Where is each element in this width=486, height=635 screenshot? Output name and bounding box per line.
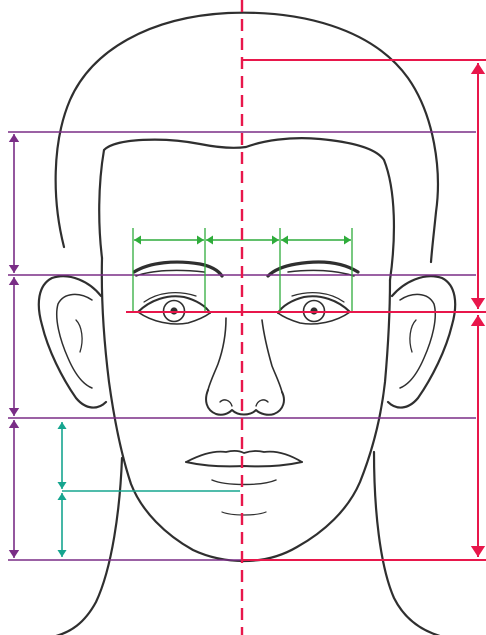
double-arrow-icon — [272, 235, 279, 244]
double-arrow-icon — [9, 550, 19, 558]
nose-bridge-right — [262, 320, 282, 392]
double-arrow-icon — [134, 235, 141, 244]
hair-outline — [56, 13, 438, 262]
hairline — [99, 138, 394, 280]
lip-line — [186, 462, 302, 466]
right-ear — [388, 276, 455, 407]
left-nostril — [220, 400, 232, 406]
right-nostril — [256, 400, 268, 406]
upper-lip — [186, 451, 302, 462]
nose-base — [206, 390, 284, 415]
double-arrow-icon — [281, 235, 288, 244]
proportion-guides — [8, 0, 486, 635]
double-arrow-icon — [57, 482, 66, 489]
double-arrow-icon — [471, 63, 485, 74]
double-arrow-icon — [471, 546, 485, 557]
lower-lip — [212, 480, 276, 485]
double-arrow-icon — [197, 235, 204, 244]
double-arrow-icon — [57, 550, 66, 557]
nose-bridge-left — [208, 318, 226, 390]
double-arrow-icon — [9, 134, 19, 142]
left-ear-fold — [76, 320, 82, 352]
neck-left — [56, 458, 122, 635]
double-arrow-icon — [57, 493, 66, 500]
double-arrow-icon — [9, 277, 19, 285]
right-ear-fold — [410, 320, 416, 352]
double-arrow-icon — [9, 420, 19, 428]
neck-right — [374, 452, 440, 635]
right-ear-inner — [400, 294, 435, 388]
left-eyebrow — [134, 262, 222, 276]
double-arrow-icon — [471, 315, 485, 326]
double-arrow-icon — [344, 235, 351, 244]
double-arrow-icon — [9, 408, 19, 416]
left-ear — [39, 276, 106, 407]
chin-crease — [222, 512, 266, 515]
double-arrow-icon — [206, 235, 213, 244]
double-arrow-icon — [471, 298, 485, 309]
face-sketch — [39, 13, 455, 635]
double-arrow-icon — [57, 422, 66, 429]
double-arrow-icon — [9, 265, 19, 273]
